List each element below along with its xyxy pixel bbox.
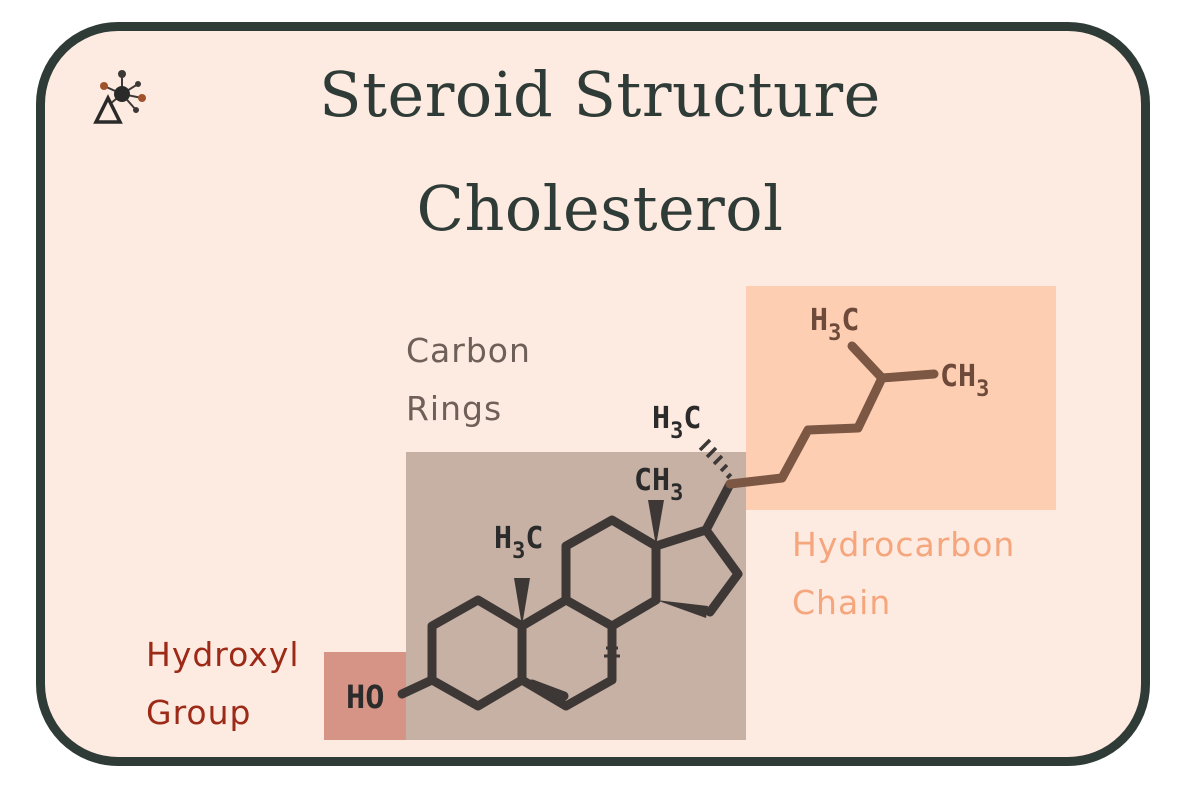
carbon-rings-label: Carbon Rings [406,322,531,438]
molecule-logo-icon [93,70,146,124]
chain-bonds [725,369,939,489]
methyl-formula-c21: H3C [652,401,701,444]
hydroxyl-group-region [324,652,406,740]
methyl-formula-c10: H3C [494,521,543,564]
chain-branch-bond [847,341,887,383]
carbon-rings-label-line1: Carbon [406,331,531,370]
page-subtitle: Cholesterol [416,172,784,245]
hydrocarbon-chain-label-line2: Chain [792,583,892,622]
page-title: Steroid Structure [319,58,881,131]
wedge-bond-c14 [656,600,708,618]
hydrocarbon-chain-label-line1: Hydrocarbon [792,525,1016,564]
wedge-bond-c13 [648,500,664,546]
hydroxyl-group-label: Hydroxyl Group [146,626,300,742]
hydroxyl-formula: HO [346,678,385,716]
methyl-formula-c27: CH3 [940,359,989,402]
hydrocarbon-chain-region [746,286,1056,510]
methyl-formula-c26: H3C [810,303,859,346]
ring-bonds [397,479,743,711]
hydroxyl-group-label-line2: Group [146,693,252,732]
wedge-bond-c10 [514,578,530,626]
methyl-formula-c13: CH3 [634,463,683,506]
carbon-rings-region [406,452,746,740]
carbon-rings-label-line2: Rings [406,389,503,428]
hydrocarbon-chain-label: Hydrocarbon Chain [792,516,1015,632]
hydroxyl-group-label-line1: Hydroxyl [146,635,300,674]
hashed-bond-c9 [604,630,620,658]
hashed-bond-c21 [698,438,733,480]
